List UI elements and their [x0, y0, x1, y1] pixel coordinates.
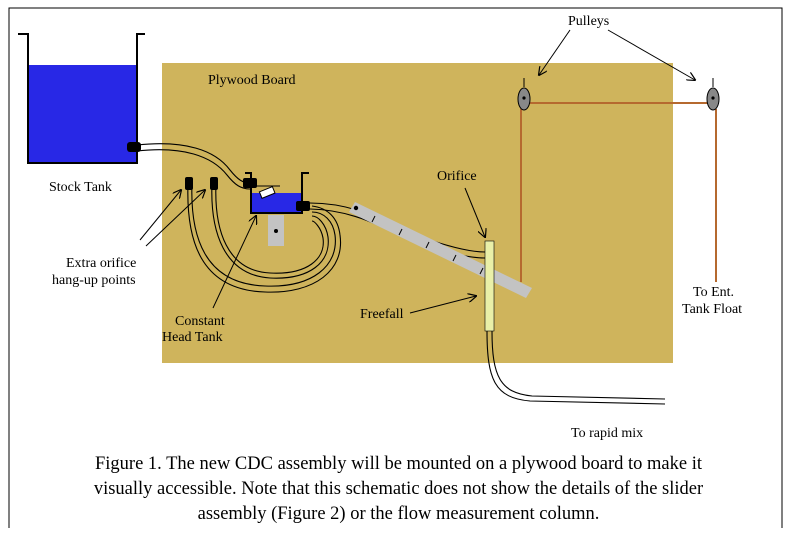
caption-line-3: assembly (Figure 2) or the flow measurem…: [197, 504, 600, 524]
constant-head-water: [251, 193, 302, 213]
label-hangup-points: hang-up points: [52, 273, 136, 288]
pulley-left: [517, 78, 531, 111]
label-orifice: Orifice: [437, 169, 477, 184]
label-head-tank: Head Tank: [162, 330, 223, 345]
hangup-point-1: [185, 177, 193, 190]
label-stock-tank: Stock Tank: [49, 180, 112, 195]
caption-line-2: visually accessible. Note that this sche…: [93, 479, 704, 499]
constant-head-tank: [243, 172, 310, 246]
label-plywood-board: Plywood Board: [208, 73, 296, 88]
label-pulleys: Pulleys: [568, 14, 609, 29]
label-rapid-mix: To rapid mix: [571, 426, 643, 441]
hangup-point-2: [210, 177, 218, 190]
stock-tank-outlet: [127, 142, 141, 152]
label-tank-float: Tank Float: [682, 302, 742, 317]
orifice-tubing-loops: [187, 182, 342, 293]
callout-arrows: [139, 29, 695, 314]
freefall-tube: [484, 240, 495, 332]
pulley-right: [706, 78, 720, 111]
caption-line-1: Figure 1. The new CDC assembly will be m…: [95, 454, 702, 474]
stock-tank: [18, 33, 145, 164]
label-constant: Constant: [175, 314, 225, 329]
figure-frame: [8, 7, 783, 528]
rapid-mix-tubing: [486, 330, 666, 405]
plywood-board: [162, 63, 673, 363]
stock-tank-water: [29, 65, 136, 163]
label-to-ent: To Ent.: [693, 285, 734, 300]
label-freefall: Freefall: [360, 307, 404, 322]
label-extra-orifice: Extra orifice: [66, 256, 136, 271]
figure-caption: Figure 1. The new CDC assembly will be m…: [20, 452, 777, 527]
pulley-cord: [520, 102, 717, 282]
